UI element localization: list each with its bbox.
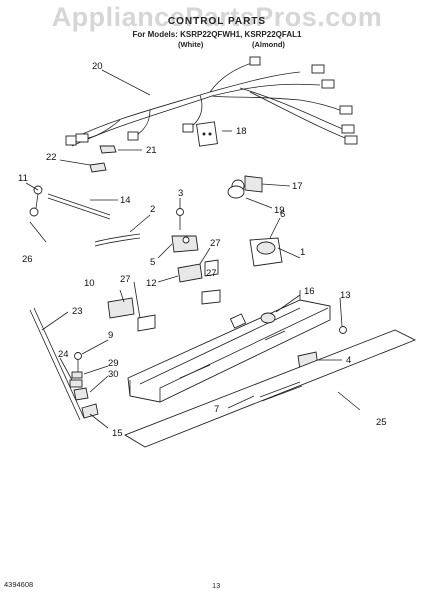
callout-14: 14 xyxy=(120,195,131,206)
model-numbers: For Models: KSRP22QFWH1, KSRP22QFAL1 xyxy=(132,30,302,39)
clip-part-21 xyxy=(99,145,117,154)
callout-10: 10 xyxy=(84,278,95,289)
callout-4: 4 xyxy=(346,355,351,366)
variant-almond: (Almond) xyxy=(252,40,285,49)
callout-16: 16 xyxy=(304,286,315,297)
label-part-27b xyxy=(201,289,221,305)
callout-7: 7 xyxy=(214,404,219,415)
callout-labels: 20 18 21 22 11 14 3 17 19 2 6 1 26 5 27 … xyxy=(18,61,387,439)
callout-18: 18 xyxy=(236,126,247,137)
switch-part-5 xyxy=(171,235,199,253)
screw-and-nut-part xyxy=(29,185,43,217)
clip-part-15 xyxy=(81,403,99,419)
spacer-part-29 xyxy=(71,371,83,379)
bracket-part-24 xyxy=(69,379,83,388)
callout-11: 11 xyxy=(18,173,28,184)
bracket-part-30 xyxy=(73,387,89,401)
callout-6: 6 xyxy=(280,209,285,220)
watermark-text: AppliancePartsPros.com xyxy=(51,2,383,32)
callout-13: 13 xyxy=(340,290,351,301)
light-bulb-part xyxy=(227,185,245,199)
document-number: 4394608 xyxy=(4,580,34,589)
callout-20: 20 xyxy=(92,61,103,72)
callout-19: 19 xyxy=(274,205,285,216)
callout-24: 24 xyxy=(58,349,69,360)
callout-27-left: 27 xyxy=(120,274,131,285)
trim-strip-part xyxy=(29,309,81,421)
front-panel-part xyxy=(123,329,417,448)
sensor-tube-part xyxy=(47,193,111,216)
mounting-plate-part xyxy=(196,121,218,147)
callout-5: 5 xyxy=(150,257,155,268)
callout-15: 15 xyxy=(112,428,123,439)
wire-harness-part xyxy=(65,56,358,147)
variant-white: (White) xyxy=(178,40,204,49)
diagram-title: CONTROL PARTS xyxy=(167,16,267,27)
callout-1: 1 xyxy=(300,247,305,258)
control-channel-part xyxy=(127,290,331,403)
bracket-part-12 xyxy=(177,263,203,283)
capillary-tube-part xyxy=(94,233,141,243)
callout-29: 29 xyxy=(108,358,119,369)
callout-27-top: 27 xyxy=(210,238,221,249)
clip-part-22 xyxy=(89,162,107,173)
leader-lines xyxy=(25,69,361,429)
screw-part-13 xyxy=(339,326,347,334)
callout-21: 21 xyxy=(146,145,157,156)
screw-part-9 xyxy=(74,352,82,360)
callout-25: 25 xyxy=(376,417,387,428)
callout-26: 26 xyxy=(22,254,33,265)
control-housing-part xyxy=(249,237,283,267)
callout-2: 2 xyxy=(150,204,155,215)
callout-30: 30 xyxy=(108,369,119,380)
callout-12: 12 xyxy=(146,278,157,289)
bracket-part-10 xyxy=(107,297,135,319)
screw-part-3 xyxy=(176,208,184,230)
callout-23: 23 xyxy=(72,306,83,317)
label-part-27c xyxy=(137,314,156,332)
page-number: 13 xyxy=(212,581,221,590)
label-part-27a xyxy=(204,259,219,277)
callout-9: 9 xyxy=(108,330,113,341)
callout-22: 22 xyxy=(46,152,57,163)
callout-3: 3 xyxy=(178,188,183,199)
callout-17: 17 xyxy=(292,181,303,192)
callout-27-mid: 27 xyxy=(206,268,217,279)
